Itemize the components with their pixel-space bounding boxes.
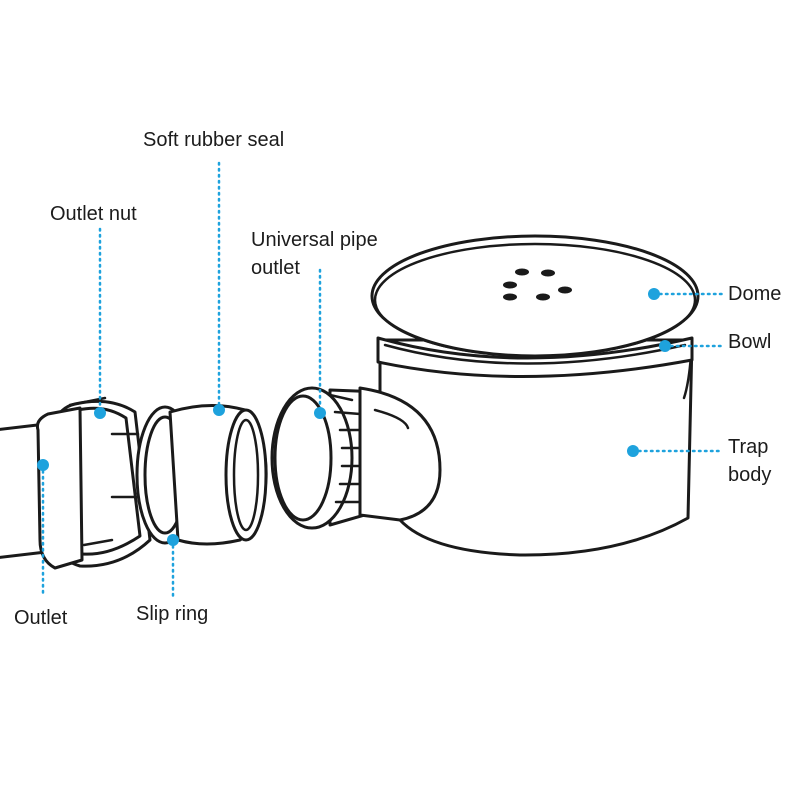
dot-dome bbox=[648, 288, 660, 300]
label-slip-ring: Slip ring bbox=[136, 603, 209, 625]
label-outlet-nut: Outlet nut bbox=[50, 203, 137, 225]
outlet-nut bbox=[36, 396, 152, 570]
dot-outlet bbox=[37, 459, 49, 471]
dot-slip-ring bbox=[167, 534, 179, 546]
dot-bowl bbox=[659, 340, 671, 352]
label-trap-body: Trap body bbox=[728, 433, 771, 489]
universal-pipe-outlet bbox=[270, 386, 384, 530]
drain-hole bbox=[541, 269, 555, 277]
label-universal-pipe-outlet: Universal pipe outlet bbox=[251, 226, 378, 282]
label-trap-body-line2: body bbox=[728, 464, 772, 486]
dot-trap-body bbox=[627, 445, 639, 457]
label-trap-body-line1: Trap bbox=[728, 436, 769, 458]
bowl bbox=[376, 336, 694, 378]
label-bowl: Bowl bbox=[728, 331, 772, 353]
dot-outlet-nut bbox=[94, 407, 106, 419]
label-universal-pipe-outlet-line1: Universal pipe bbox=[251, 229, 378, 251]
dot-universal-pipe-outlet bbox=[314, 407, 326, 419]
label-outlet: Outlet bbox=[14, 607, 68, 629]
label-dome: Dome bbox=[728, 283, 782, 305]
label-universal-pipe-outlet-line2: outlet bbox=[251, 257, 300, 279]
drain-hole bbox=[536, 293, 550, 301]
dome bbox=[370, 234, 700, 358]
soft-rubber-seal bbox=[168, 403, 268, 546]
callout-leaders bbox=[37, 161, 725, 599]
drain-hole bbox=[503, 281, 517, 289]
trap-body bbox=[358, 338, 694, 557]
label-soft-rubber-seal: Soft rubber seal bbox=[143, 129, 285, 151]
dot-soft-rubber-seal bbox=[213, 404, 225, 416]
drain-hole bbox=[503, 293, 517, 301]
drain-hole bbox=[558, 286, 572, 294]
drain-hole bbox=[515, 268, 529, 276]
